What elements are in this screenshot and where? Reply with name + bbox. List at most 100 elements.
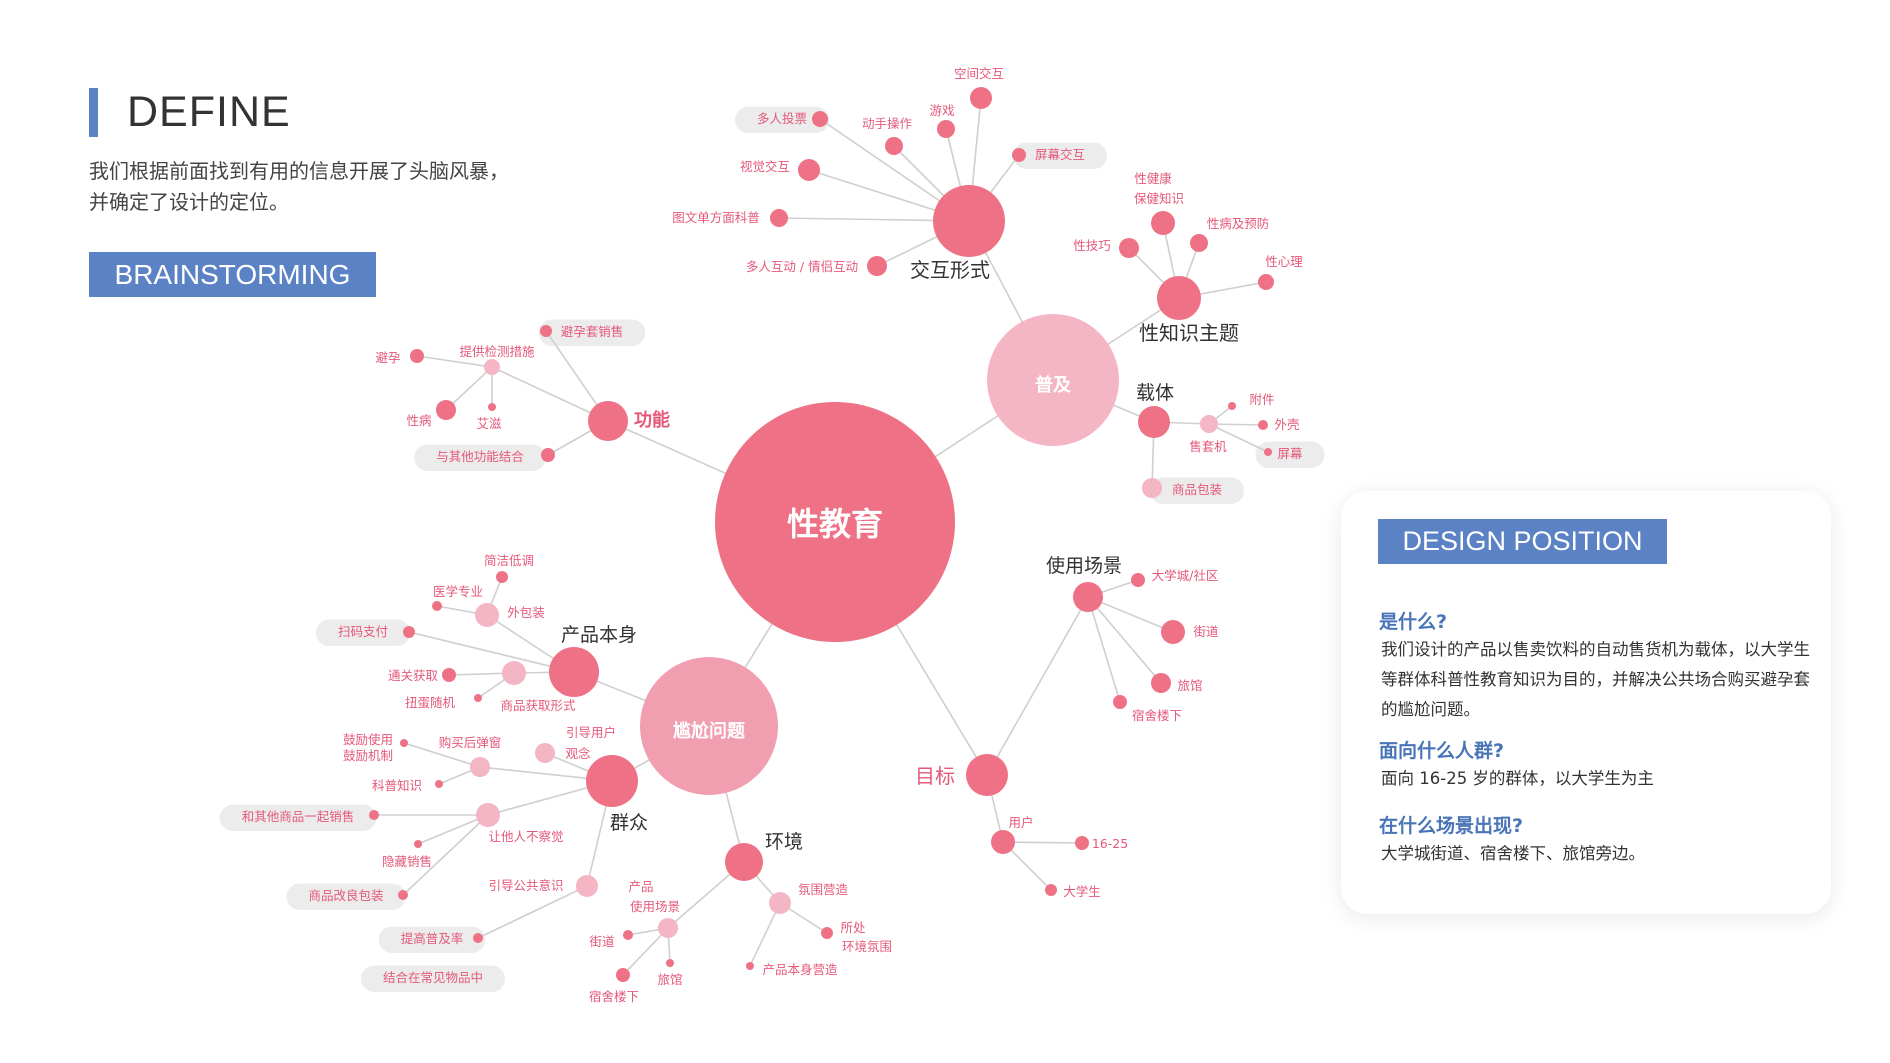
label-l18: 商品包装 bbox=[1172, 482, 1222, 497]
edge-n_machine-n_scr bbox=[1208, 423, 1269, 453]
label-l52: 产品 bbox=[628, 879, 653, 894]
node-n_detect bbox=[484, 359, 500, 375]
label-l9: 性健康 bbox=[1134, 171, 1172, 186]
node-n_guide bbox=[535, 743, 555, 763]
node-n_disease bbox=[1190, 234, 1208, 252]
label-l26: 街道 bbox=[1193, 624, 1219, 639]
label-topics: 性知识主题 bbox=[1139, 321, 1239, 345]
nodes bbox=[369, 87, 1274, 982]
label-interaction: 交互形式 bbox=[910, 258, 990, 282]
label-l33: 医学专业 bbox=[433, 584, 483, 599]
node-public bbox=[586, 755, 638, 807]
node-interaction bbox=[933, 185, 1005, 257]
intro-line-2: 并确定了设计的定位。 bbox=[89, 190, 289, 214]
edge-scene-n_hotel bbox=[1087, 596, 1162, 684]
node-n_street bbox=[1161, 620, 1185, 644]
node-n_vis bbox=[798, 159, 820, 181]
pill-l19 bbox=[538, 319, 646, 346]
node-n_wrap bbox=[475, 603, 499, 627]
label-l2: 游戏 bbox=[929, 103, 954, 118]
pill-l51 bbox=[361, 965, 505, 992]
edge-n_detect-n_avoid bbox=[416, 355, 493, 368]
pill-l45 bbox=[219, 804, 377, 831]
edge-n_machine-n_shell bbox=[1208, 423, 1264, 426]
question-what: 是什么? bbox=[1379, 611, 1448, 633]
pill-l5 bbox=[1013, 142, 1107, 169]
node-popularize bbox=[987, 314, 1119, 446]
node-n_sp bbox=[970, 87, 992, 109]
label-l7: 图文单方面科普 bbox=[672, 210, 760, 225]
label-l14: 附件 bbox=[1249, 392, 1274, 407]
edge-scene-n_street bbox=[1087, 596, 1174, 633]
node-n_combine bbox=[541, 448, 555, 462]
label-l29: 用户 bbox=[1008, 815, 1033, 830]
label-l30: 16-25 bbox=[1092, 836, 1128, 851]
node-n_imp bbox=[398, 890, 408, 900]
label-l58: 所处 bbox=[840, 920, 866, 935]
edge-n_pop-n_enc bbox=[403, 742, 481, 768]
label-l49: 引导公共意识 bbox=[488, 878, 563, 893]
edge-n_detect-n_std bbox=[445, 366, 493, 411]
node-n_where bbox=[821, 927, 833, 939]
node-n_rate bbox=[473, 933, 483, 943]
label-l1: 空间交互 bbox=[954, 66, 1004, 81]
label-l21: 避孕 bbox=[375, 350, 400, 365]
node-n_shell bbox=[1258, 420, 1268, 430]
node-n_text bbox=[770, 209, 788, 227]
node-n_self bbox=[746, 962, 754, 970]
edge-n_along-n_imp bbox=[402, 814, 489, 896]
edge-scene-n_dorm bbox=[1087, 596, 1121, 703]
label-l43: 观念 bbox=[565, 746, 591, 761]
label-l5: 屏幕交互 bbox=[1035, 147, 1085, 162]
node-n_machine bbox=[1200, 415, 1218, 433]
node-center bbox=[715, 402, 955, 642]
label-l37: 扭蛋随机 bbox=[405, 695, 456, 710]
label-l44: 科普知识 bbox=[372, 778, 422, 793]
node-n_pub bbox=[576, 875, 598, 897]
node-n_skill bbox=[1119, 238, 1139, 258]
node-carrier bbox=[1138, 406, 1170, 438]
label-l48: 商品改良包装 bbox=[308, 888, 383, 903]
label-l56: 宿舍楼下 bbox=[589, 989, 639, 1004]
label-l47: 隐藏销售 bbox=[382, 854, 432, 869]
label-function: 功能 bbox=[634, 409, 670, 431]
label-l53: 使用场景 bbox=[630, 899, 680, 914]
label-l12: 性技巧 bbox=[1073, 238, 1111, 253]
edge-product-n_scan bbox=[408, 631, 575, 673]
edge-function-n_detect bbox=[491, 366, 609, 422]
edge-n_amb-n_self bbox=[749, 902, 781, 967]
label-l39: 鼓励使用 bbox=[343, 732, 393, 747]
node-n_scan bbox=[403, 626, 415, 638]
node-n_aids bbox=[488, 403, 496, 411]
edge-goal-scene bbox=[986, 596, 1089, 776]
node-n_str bbox=[623, 930, 633, 940]
labels: 性教育普及尴尬问题交互形式性知识主题载体功能使用场景目标产品本身群众环境空间交互… bbox=[242, 66, 1304, 1004]
node-n_dm bbox=[616, 968, 630, 982]
label-awkward: 尴尬问题 bbox=[673, 720, 746, 742]
label-l28: 宿舍楼下 bbox=[1132, 708, 1182, 723]
edge-n_along-n_hide bbox=[417, 814, 489, 845]
node-topics bbox=[1157, 276, 1201, 320]
node-n_simple bbox=[496, 571, 508, 583]
label-l6: 视觉交互 bbox=[740, 159, 790, 174]
label-l13: 性心理 bbox=[1265, 254, 1303, 269]
label-l20: 提供检测措施 bbox=[459, 344, 535, 359]
pill-l35 bbox=[316, 619, 410, 646]
node-n_pass bbox=[442, 668, 456, 682]
label-l10: 保健知识 bbox=[1134, 191, 1184, 206]
node-n_campus bbox=[1131, 573, 1145, 587]
node-n_egg bbox=[474, 694, 482, 702]
node-awkward bbox=[640, 657, 778, 795]
node-n_std bbox=[436, 400, 456, 420]
label-scene: 使用场景 bbox=[1046, 555, 1122, 577]
label-l55: 旅馆 bbox=[657, 972, 682, 987]
answer-who: 面向 16-25 岁的群体，以大学生为主 bbox=[1381, 769, 1654, 788]
pill-l50 bbox=[378, 926, 486, 953]
node-n_hand bbox=[885, 137, 903, 155]
question-where: 在什么场景出现? bbox=[1379, 815, 1524, 837]
node-n_user bbox=[991, 830, 1015, 854]
node-n_stu bbox=[1045, 884, 1057, 896]
label-l3: 动手操作 bbox=[862, 116, 913, 131]
label-pills bbox=[219, 106, 1325, 992]
